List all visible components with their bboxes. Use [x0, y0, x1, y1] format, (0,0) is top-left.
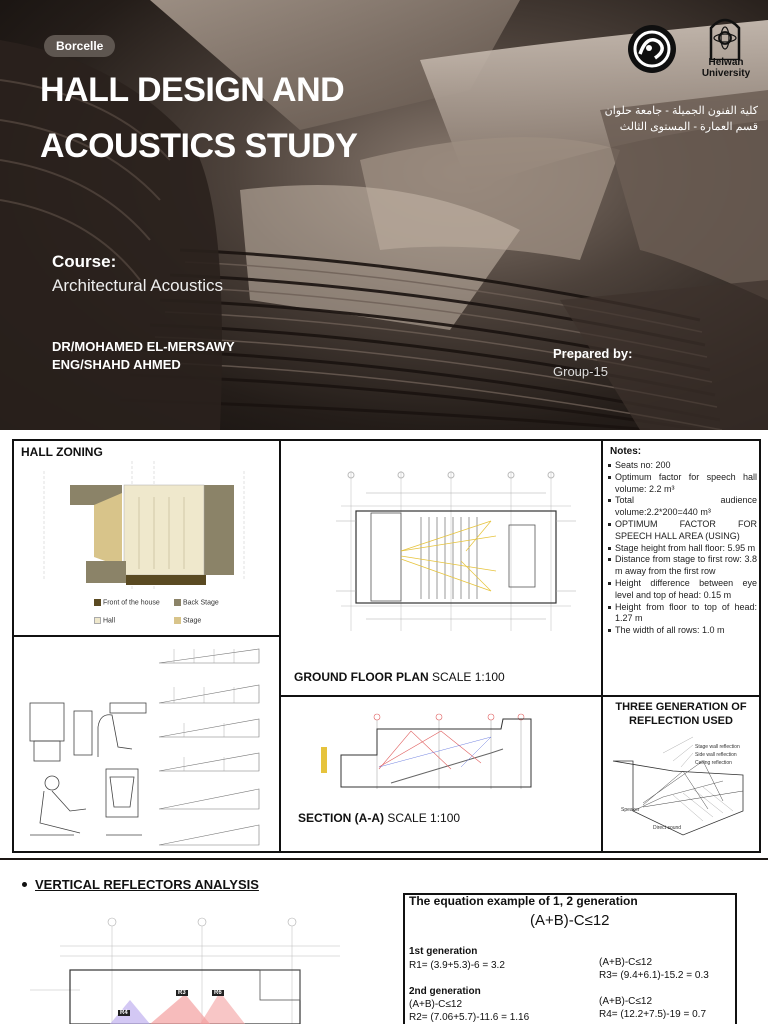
zoning-diagram	[43, 461, 245, 591]
reflectors-title-text: VERTICAL REFLECTORS ANALYSIS	[35, 877, 259, 892]
brand-badge: Borcelle	[44, 35, 116, 57]
equation-title: The equation example of 1, 2 generation	[409, 894, 638, 908]
section-drawing	[321, 713, 532, 789]
section-caption-scale: SCALE 1:100	[387, 811, 461, 825]
section-caption: SECTION (A-A) SCALE 1:100	[298, 811, 460, 825]
legend-item: Back Stage	[174, 599, 254, 606]
section-panel: SECTION (A-A) SCALE 1:100	[279, 695, 603, 853]
reflector-tag-r6: R6	[214, 990, 222, 996]
reflection-speaker-label: Speaker	[621, 807, 640, 813]
prepared-group: Group-15	[553, 364, 608, 379]
note-item: Height from floor to top of head: 1.27 m	[607, 602, 757, 626]
legend-item: Stage	[174, 617, 254, 624]
prepared-heading: Prepared by:	[553, 346, 633, 361]
section-caption-title: SECTION (A-A)	[298, 811, 384, 825]
reflection-label: Stage wall reflection	[695, 744, 740, 750]
reflection-legend: Stage wall reflection Side wall reflecti…	[695, 743, 740, 767]
auditorium-photo	[0, 0, 768, 430]
notes-heading: Notes:	[610, 446, 642, 457]
reflector-tag-r4: R4	[120, 1010, 128, 1016]
legend-label: Back Stage	[182, 599, 219, 607]
reflection-direct-label: Direct sound	[653, 825, 682, 831]
reflection-label: Side wall reflection	[695, 752, 737, 758]
course-heading: Course:	[52, 252, 117, 271]
note-item: Optimum factor for speech hall volume: 2…	[607, 472, 757, 496]
reflection-label: Ceiling reflection	[695, 760, 732, 766]
hero-banner: Borcelle HALL DESIGN AND ACOUSTICS STUDY…	[0, 0, 768, 430]
plan-caption: GROUND FLOOR PLAN SCALE 1:100	[294, 670, 505, 684]
equation-box	[403, 893, 737, 1024]
notes-list: Seats no: 200 Optimum factor for speech …	[607, 460, 757, 637]
plan-caption-title: GROUND FLOOR PLAN	[294, 670, 429, 684]
legend-label: Front of the house	[102, 599, 160, 607]
r3-formula: (A+B)-C≤12	[599, 957, 653, 968]
note-item: Total audience volume:2.2*200=440 m³	[607, 495, 757, 519]
legend-swatch	[174, 617, 181, 624]
notes-panel	[601, 439, 761, 697]
faculty-logo-icon	[628, 25, 676, 73]
university-logo-icon	[709, 18, 741, 60]
reflection-diagram	[612, 736, 744, 836]
equation-r1: R1= (3.9+5.3)-6 = 3.2	[409, 960, 505, 971]
legend-label: Stage	[182, 617, 202, 625]
faculty-line-2: قسم العمارة - المستوى الثالث	[619, 121, 758, 133]
legend-label: Hall	[102, 617, 116, 625]
note-item: Height difference between eye level and …	[607, 578, 757, 602]
faculty-line-1: كلية الفنون الجميلة - جامعة حلوان	[604, 105, 758, 117]
gen1-heading: 1st generation	[409, 946, 477, 958]
reflectors-plan-drawing	[30, 917, 340, 1024]
instructor-1: DR/MOHAMED EL-MERSAWY	[52, 339, 235, 354]
reflection-panel: THREE GENERATION OF REFLECTION USED Stag…	[601, 695, 761, 853]
plan-caption-scale: SCALE 1:100	[432, 670, 505, 684]
seating-details-panel	[12, 635, 281, 853]
ground-floor-plan-drawing	[336, 471, 576, 631]
r4-formula: (A+B)-C≤12	[599, 996, 653, 1007]
seating-details-drawing	[29, 648, 260, 846]
gen1-heading-text: 1st generation	[409, 946, 478, 957]
legend-item: Front of the house	[94, 599, 174, 606]
legend-swatch	[174, 599, 181, 606]
bullet-icon	[22, 882, 27, 888]
legend-swatch	[94, 599, 101, 606]
reflector-tag-r3: R3	[178, 990, 186, 996]
gen2-formula: (A+B)-C≤12	[409, 999, 463, 1010]
equation-r2: R2= (7.06+5.7)-11.6 = 1.16	[409, 1012, 530, 1023]
note-item: Stage height from hall floor: 5.95 m	[607, 543, 757, 555]
poster-title: HALL DESIGN AND ACOUSTICS STUDY	[40, 71, 358, 165]
note-item: Seats no: 200	[607, 460, 757, 472]
instructor-2: ENG/SHAHD AHMED	[52, 357, 181, 372]
note-item: The width of all rows: 1.0 m	[607, 625, 757, 637]
equation-r4: R4= (12.2+7.5)-19 = 0.7	[599, 1009, 707, 1020]
gen2-heading: 2nd generation	[409, 986, 481, 998]
note-item: OPTIMUM FACTOR FOR SPEECH HALL AREA (USI…	[607, 519, 757, 543]
legend-item: Hall	[94, 617, 174, 624]
ground-floor-plan-panel: GROUND FLOOR PLAN SCALE 1:100	[279, 439, 603, 697]
equation-formula: (A+B)-C≤12	[530, 912, 610, 929]
note-item: Distance from stage to first row: 3.8 m …	[607, 554, 757, 578]
faculty-arabic: كلية الفنون الجميلة - جامعة حلوان قسم ال…	[588, 103, 758, 135]
zoning-panel: HALL ZONING Front of the house Back Stag…	[12, 439, 281, 637]
equation-r3: R3= (9.4+6.1)-15.2 = 0.3	[599, 970, 709, 981]
zoning-title: HALL ZONING	[21, 445, 103, 459]
legend-swatch	[94, 617, 101, 624]
reflection-title: THREE GENERATION OF REFLECTION USED	[615, 701, 747, 727]
course-name: Architectural Acoustics	[52, 276, 224, 295]
reflectors-title: VERTICAL REFLECTORS ANALYSIS	[22, 877, 259, 892]
instructors: DR/MOHAMED EL-MERSAWY ENG/SHAHD AHMED	[52, 338, 235, 374]
university-name: Helwan University	[701, 57, 751, 79]
gen2-heading-text: 2nd generation	[409, 986, 481, 997]
